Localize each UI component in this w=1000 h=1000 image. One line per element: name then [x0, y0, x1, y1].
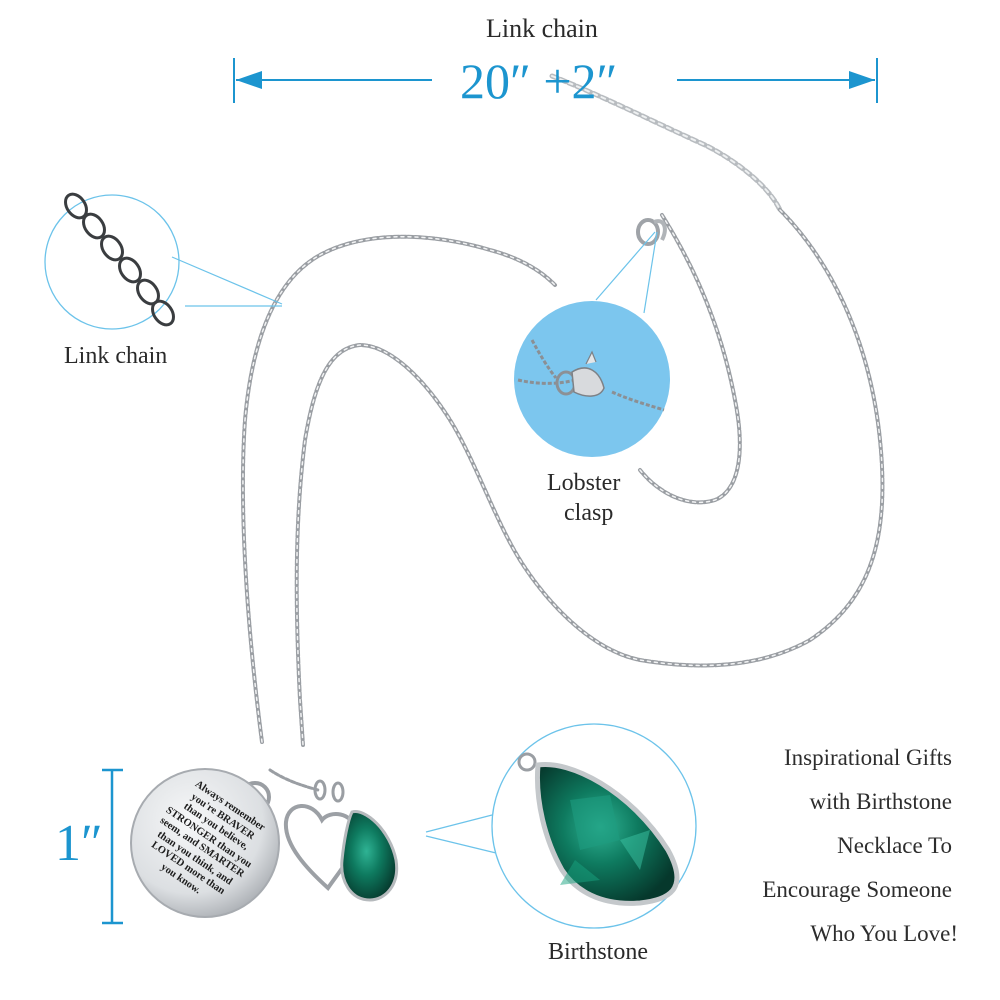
birthstone-charm — [331, 781, 399, 902]
tagline-line: Who You Love! — [810, 921, 958, 946]
tagline-line: Encourage Someone — [762, 877, 952, 902]
top-link-chain-label: Link chain — [486, 14, 598, 43]
pendant-size-dimension — [102, 768, 123, 925]
link-chain-callout — [44, 192, 283, 330]
tagline-line: Inspirational Gifts — [784, 745, 952, 770]
lobster-clasp-callout-label: Lobster clasp — [547, 468, 620, 528]
chain — [240, 73, 885, 792]
lobster-clasp-label-line1: Lobster — [547, 470, 621, 496]
product-tagline: Inspirational Gifts with Birthstone Neck… — [762, 736, 958, 956]
lobster-clasp — [636, 218, 667, 246]
chain-length-value: 20″ +2″ — [460, 53, 618, 109]
lobster-clasp-callout — [514, 231, 670, 457]
tagline-line: Necklace To — [837, 833, 952, 858]
pendant-size-value: 1″ — [55, 815, 103, 872]
engraved-disc-pendant — [130, 768, 280, 918]
birthstone-callout-label: Birthstone — [548, 939, 648, 965]
birthstone-callout — [425, 723, 697, 929]
link-chain-callout-label: Link chain — [64, 343, 168, 369]
tagline-line: with Birthstone — [809, 789, 952, 814]
lobster-clasp-label-line2: clasp — [564, 500, 614, 526]
length-dimension-arrow — [233, 58, 878, 103]
